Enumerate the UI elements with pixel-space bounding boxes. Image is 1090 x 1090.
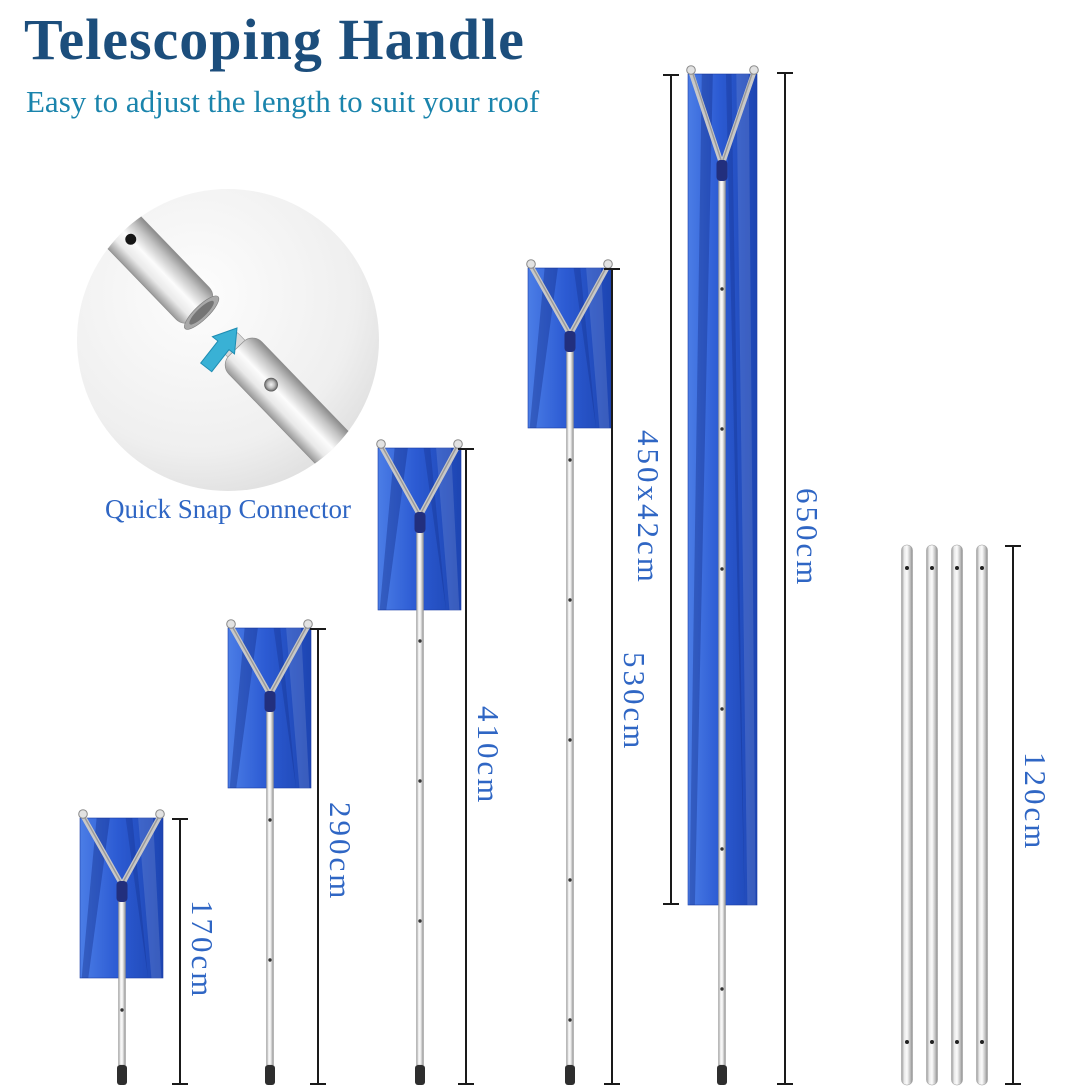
connector-inset bbox=[77, 189, 379, 491]
rake-3 bbox=[376, 439, 463, 1085]
pole-hole-icon bbox=[125, 233, 137, 245]
snap-button-icon bbox=[264, 377, 278, 392]
length-label: 410cm bbox=[471, 706, 506, 806]
dimension-line-410 bbox=[458, 448, 474, 1085]
dimension-line-120 bbox=[1005, 545, 1021, 1085]
page-subtitle: Easy to adjust the length to suit your r… bbox=[26, 84, 540, 119]
dimension-line-650 bbox=[777, 72, 793, 1085]
dimension-line-blade bbox=[663, 74, 679, 905]
dimension-line-290 bbox=[310, 628, 326, 1085]
length-label: 120cm bbox=[1018, 752, 1053, 852]
connector-label: Quick Snap Connector bbox=[105, 494, 351, 524]
length-label: 530cm bbox=[617, 652, 652, 752]
rake-5 bbox=[686, 65, 759, 1085]
dimension-line-170 bbox=[172, 818, 188, 1085]
length-label: 650cm bbox=[790, 488, 825, 588]
page-title: Telescoping Handle bbox=[24, 7, 525, 72]
insert-arrow-icon bbox=[199, 327, 238, 373]
blade-size-label: 450x42cm bbox=[631, 430, 666, 585]
rake-2 bbox=[226, 619, 313, 1085]
length-label: 290cm bbox=[323, 802, 358, 902]
rake-4 bbox=[526, 259, 613, 1085]
spare-pole-segments bbox=[901, 544, 988, 1086]
length-label: 170cm bbox=[185, 900, 220, 1000]
rake-1 bbox=[78, 809, 165, 1085]
dimension-line-530 bbox=[604, 268, 620, 1085]
